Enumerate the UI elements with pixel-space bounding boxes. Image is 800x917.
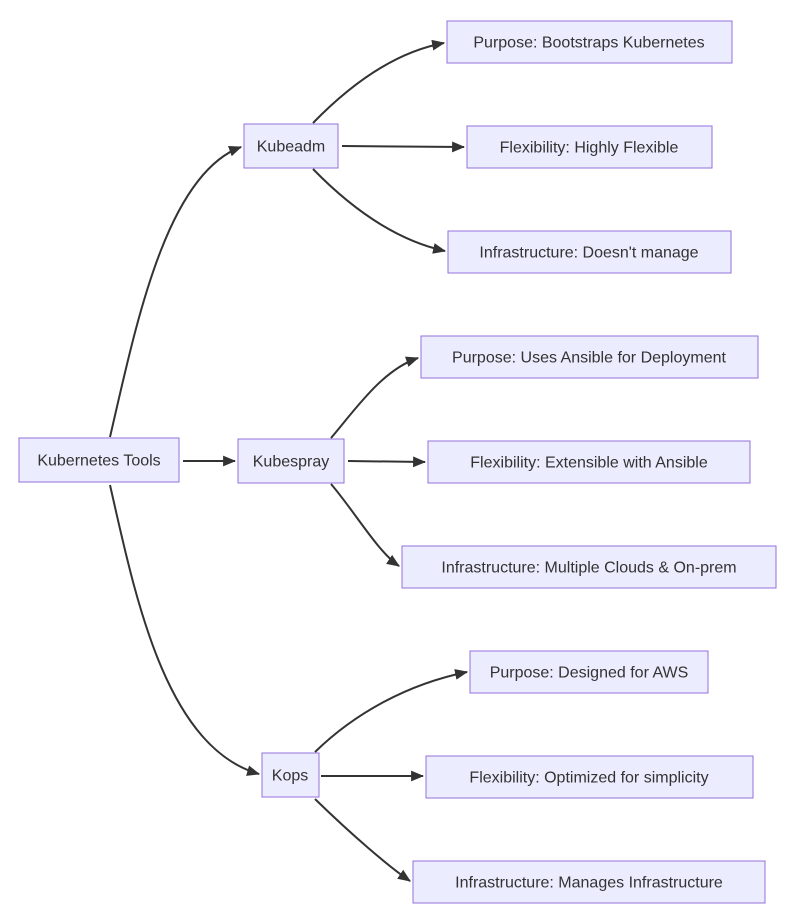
node-label: Purpose: Designed for AWS (490, 665, 689, 682)
node-kops: Kops (261, 752, 320, 798)
node-kubespray: Kubespray (237, 438, 345, 484)
node-box (466, 125, 713, 169)
node-label: Kubernetes Tools (37, 453, 160, 470)
node-box (420, 335, 759, 379)
node-label: Flexibility: Extensible with Ansible (470, 455, 708, 472)
node-kubeadm: Kubeadm (243, 123, 339, 169)
node-kubeadm-flexibility: Flexibility: Highly Flexible (466, 125, 713, 169)
node-box (469, 650, 709, 694)
node-box (401, 545, 777, 589)
edge-kops-infrastructure (314, 798, 411, 882)
node-box (427, 440, 751, 484)
node-box (237, 438, 345, 484)
edge-kubespray-infrastructure (330, 483, 400, 567)
node-label: Kubespray (253, 454, 330, 471)
edge-kubeadm-infrastructure (312, 168, 447, 254)
node-kubernetes-tools: Kubernetes Tools (18, 437, 180, 483)
node-label: Flexibility: Optimized for simplicity (469, 770, 708, 787)
node-kops-infrastructure: Infrastructure: Manages Infrastructure (412, 860, 766, 904)
node-label: Infrastructure: Doesn't manage (479, 245, 698, 262)
edge-kubeadm-purpose (312, 39, 446, 124)
node-box (18, 437, 180, 483)
node-label: Kops (272, 768, 308, 785)
node-box (261, 752, 320, 798)
node-kubespray-infrastructure: Infrastructure: Multiple Clouds & On-pre… (401, 545, 777, 589)
node-label: Infrastructure: Manages Infrastructure (455, 875, 723, 892)
node-kops-flexibility: Flexibility: Optimized for simplicity (425, 755, 754, 799)
node-kubeadm-purpose: Purpose: Bootstraps Kubernetes (446, 20, 733, 64)
node-kubespray-purpose: Purpose: Uses Ansible for Deployment (420, 335, 759, 379)
node-box (412, 860, 766, 904)
node-box (425, 755, 754, 799)
node-box (243, 123, 339, 169)
node-kubeadm-infrastructure: Infrastructure: Doesn't manage (447, 230, 732, 274)
node-kubespray-flexibility: Flexibility: Extensible with Ansible (427, 440, 751, 484)
node-label: Kubeadm (257, 139, 326, 156)
node-box (446, 20, 733, 64)
edge-kops-purpose (314, 669, 469, 753)
node-label: Purpose: Uses Ansible for Deployment (452, 350, 726, 367)
node-kops-purpose: Purpose: Designed for AWS (469, 650, 709, 694)
node-box (447, 230, 732, 274)
edge-kubespray-purpose (330, 356, 420, 439)
node-label: Flexibility: Highly Flexible (500, 140, 679, 157)
edge-kubeadm-flexibility (341, 141, 466, 153)
edge-kubespray-flexibility (347, 456, 427, 468)
node-label: Purpose: Bootstraps Kubernetes (473, 35, 704, 52)
edge-root-kubeadm (109, 146, 243, 438)
edge-root-kops (109, 484, 261, 776)
node-label: Infrastructure: Multiple Clouds & On-pre… (441, 560, 736, 577)
